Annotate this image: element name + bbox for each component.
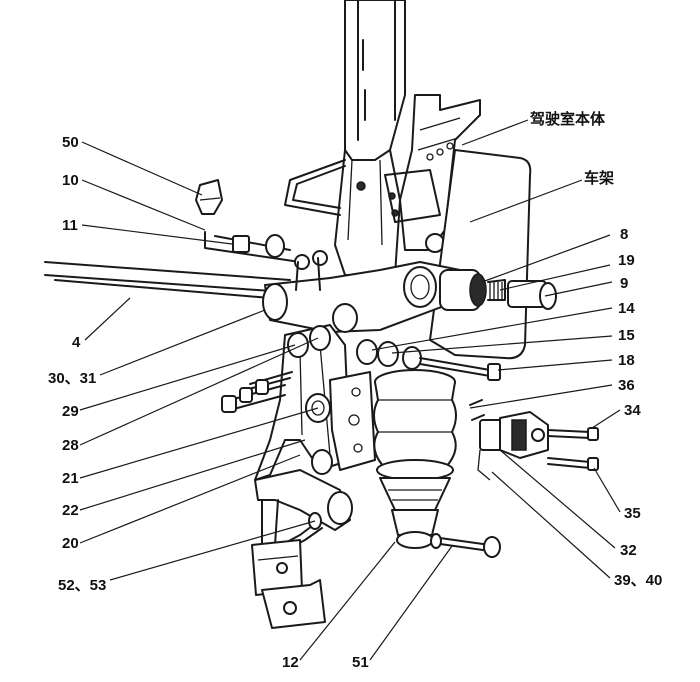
shaft-spring-bushing <box>487 279 557 310</box>
leader-lines <box>79 119 621 661</box>
label-4: 4 <box>72 334 81 351</box>
side-bolts <box>221 371 293 413</box>
cross-beam <box>44 261 291 299</box>
label-11: 11 <box>62 217 78 234</box>
label-19: 19 <box>618 252 635 269</box>
label-8: 8 <box>620 226 628 243</box>
label-10: 10 <box>62 172 79 189</box>
label-15: 15 <box>618 327 635 344</box>
bottom-bolt <box>430 533 501 558</box>
label-14: 14 <box>618 300 635 317</box>
leveling-valve <box>469 399 599 481</box>
label-21: 21 <box>62 470 79 487</box>
label-34: 34 <box>624 402 641 419</box>
label-51: 51 <box>352 654 369 671</box>
callout-labels: 50 10 11 4 30、31 29 28 21 22 20 52、53 12… <box>48 110 662 671</box>
label-12: 12 <box>282 654 299 671</box>
pivot-tube <box>262 261 487 333</box>
air-spring <box>373 369 457 549</box>
lever-arm-plate <box>254 324 351 481</box>
label-39-40: 39、40 <box>614 572 662 589</box>
top-bolt-nuts <box>204 231 328 291</box>
lower-bracket <box>254 469 353 557</box>
pivot-bolts <box>356 339 501 381</box>
cab-body-post <box>334 0 406 276</box>
label-22: 22 <box>62 502 79 519</box>
label-18: 18 <box>618 352 635 369</box>
label-29: 29 <box>62 403 79 420</box>
grab-tube <box>284 159 346 216</box>
frame-bracket <box>329 371 376 471</box>
mounting-block <box>251 539 326 629</box>
label-20: 20 <box>62 535 79 552</box>
label-28: 28 <box>62 437 79 454</box>
label-30-31: 30、31 <box>48 370 96 387</box>
label-52-53: 52、53 <box>58 577 106 594</box>
label-cab-body: 驾驶室本体 <box>530 110 606 128</box>
label-32: 32 <box>620 542 637 559</box>
label-9: 9 <box>620 275 628 292</box>
label-36: 36 <box>618 377 635 394</box>
label-frame: 车架 <box>584 169 614 187</box>
rubber-cap <box>195 179 223 215</box>
label-50: 50 <box>62 134 79 151</box>
label-35: 35 <box>624 505 641 522</box>
